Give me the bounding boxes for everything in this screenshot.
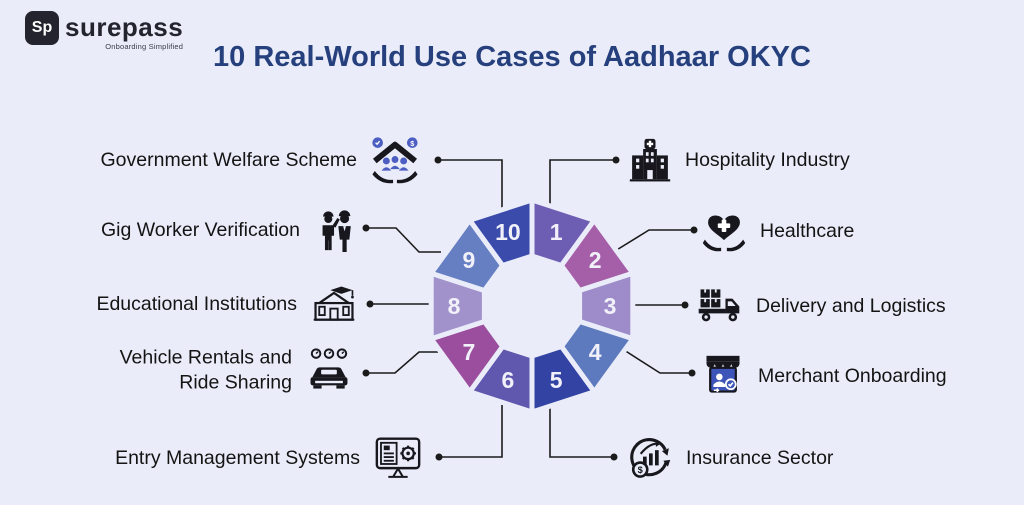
connector-merchant <box>623 349 692 374</box>
gig-workers-icon <box>313 206 357 254</box>
segment-number-6: 6 <box>502 367 515 393</box>
connector-hospitality <box>549 159 616 204</box>
label-row-healthcare: Healthcare <box>701 209 854 253</box>
use-case-label: Hospitality Industry <box>685 148 850 171</box>
insurance-growth-icon: $ <box>625 434 673 482</box>
connector-insurance <box>549 408 614 458</box>
label-row-educational-institutions: Educational Institutions <box>0 282 358 326</box>
use-case-label: Gig Worker Verification <box>100 218 300 241</box>
welfare-hands-icon: $ <box>370 135 420 185</box>
use-case-label: Government Welfare Scheme <box>100 148 358 171</box>
connector-insurance-dot <box>610 453 618 461</box>
dollar-glyph: $ <box>638 465 643 475</box>
label-row-gig-worker-verification: Gig Worker Verification <box>0 206 357 254</box>
school-building-icon <box>310 282 358 326</box>
surepass-wordmark: surepass <box>65 12 184 42</box>
surepass-tagline: Onboarding Simplified <box>105 42 184 51</box>
heart-hands-icon <box>701 209 747 253</box>
delivery-truck-icon <box>695 285 743 327</box>
dollar-glyph: $ <box>410 139 414 148</box>
label-row-entry-management-systems: Entry Management Systems <box>0 435 423 481</box>
use-case-label: Educational Institutions <box>96 292 297 315</box>
connector-welfare-dot <box>434 156 442 164</box>
connector-gig-dot <box>362 224 370 232</box>
label-row-insurance-sector: $ Insurance Sector <box>625 434 833 482</box>
storefront-icon <box>701 353 745 399</box>
use-case-label: Vehicle Rentals and Ride Sharing <box>119 346 292 394</box>
connector-healthcare <box>614 229 694 252</box>
connector-entry-dot <box>435 453 443 461</box>
donut-segment-10 <box>467 197 535 268</box>
connector-entry <box>439 405 503 458</box>
surepass-logo-mark: Sp <box>25 11 59 45</box>
use-case-label: Insurance Sector <box>686 446 834 469</box>
segment-number-8: 8 <box>448 293 461 319</box>
connector-healthcare-dot <box>690 226 698 234</box>
surepass-logo-text: surepass Onboarding Simplified <box>65 11 183 51</box>
car-rental-icon <box>305 347 353 395</box>
use-case-label: Delivery and Logistics <box>756 294 946 317</box>
segment-number-1: 1 <box>550 219 563 245</box>
use-case-label: Entry Management Systems <box>115 446 360 469</box>
hotel-icon <box>628 137 672 183</box>
segment-number-9: 9 <box>463 247 476 273</box>
segment-number-4: 4 <box>589 339 602 365</box>
surepass-logo: Sp surepass Onboarding Simplified <box>25 11 183 51</box>
page-title: 10 Real-World Use Cases of Aadhaar OKYC <box>213 41 811 73</box>
connector-welfare <box>438 159 503 208</box>
label-row-delivery-logistics: Delivery and Logistics <box>695 285 946 327</box>
label-row-government-welfare-scheme: Government Welfare Scheme $ <box>0 135 420 185</box>
label-row-vehicle-rentals: Vehicle Rentals and Ride Sharing <box>0 346 353 397</box>
connector-delivery-dot <box>681 301 689 309</box>
segment-number-3: 3 <box>604 293 617 319</box>
segment-number-5: 5 <box>550 367 563 393</box>
segment-number-2: 2 <box>589 247 602 273</box>
use-case-label: Merchant Onboarding <box>758 364 947 387</box>
use-case-label: Healthcare <box>760 219 855 242</box>
connector-vehicle <box>366 351 438 374</box>
connector-merchant-dot <box>688 369 696 377</box>
connector-education-dot <box>366 300 374 308</box>
connector-hospitality-dot <box>612 156 620 164</box>
segment-number-7: 7 <box>463 339 476 365</box>
label-row-hospitality-industry: Hospitality Industry <box>628 137 850 183</box>
label-row-merchant-onboarding: Merchant Onboarding <box>701 353 947 399</box>
connector-vehicle-dot <box>362 369 370 377</box>
connector-gig <box>366 227 441 253</box>
segment-number-10: 10 <box>495 219 521 245</box>
entry-system-monitor-icon <box>373 435 423 481</box>
